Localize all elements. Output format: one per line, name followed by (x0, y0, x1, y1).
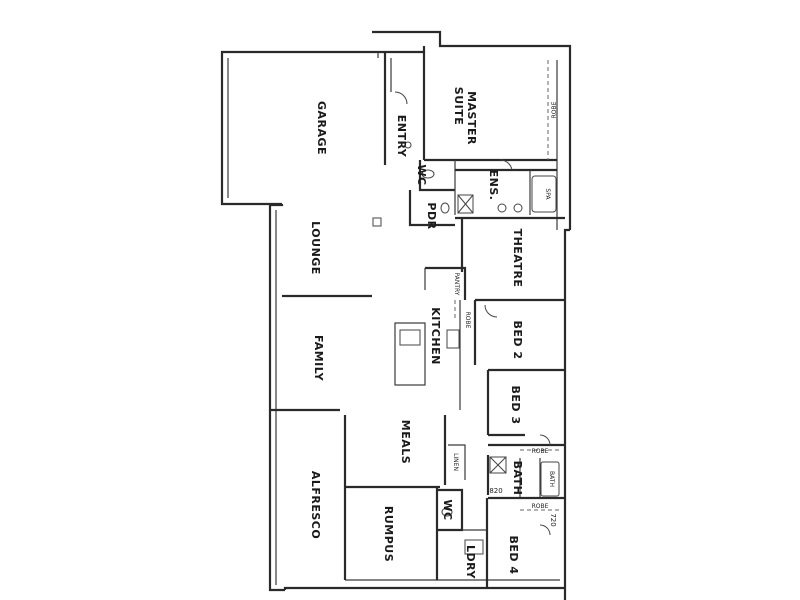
spa-tub (531, 175, 557, 213)
fixtures (372, 60, 560, 555)
label-spa: SPA (544, 188, 551, 200)
label-dim-820: 820 (489, 487, 502, 495)
room-labels: GARAGE ENTRY MASTER SUITE WC ENS. PDR LO… (309, 87, 524, 580)
label-linen: LINEN (452, 453, 459, 471)
room-label-kitchen: KITCHEN (429, 307, 442, 365)
fixture-labels: ROBE SPA PANTRY ROBE ROBE LINEN BATH ROB… (452, 101, 558, 526)
label-robe-bed3: ROBE (532, 448, 549, 455)
label-robe-master: ROBE (551, 101, 558, 118)
room-label-meals: MEALS (399, 420, 412, 464)
label-bath-tub: BATH (548, 471, 555, 487)
toilet-icon (441, 507, 453, 517)
room-label-lounge: LOUNGE (309, 221, 322, 275)
room-label-bed2: BED 2 (511, 320, 524, 359)
door-swing (394, 91, 408, 105)
room-label-bed4: BED 4 (507, 535, 520, 574)
room-label-entry: ENTRY (395, 115, 408, 158)
room-label-bath: BATH (511, 461, 524, 496)
cooktop (446, 329, 460, 349)
door-swing (484, 304, 498, 318)
room-label-master-suite-2: SUITE (452, 87, 465, 125)
room-label-theatre: THEATRE (511, 229, 524, 288)
room-label-rumpus: RUMPUS (382, 506, 395, 562)
kitchen-island (394, 322, 426, 386)
room-label-alfresco: ALFRESCO (309, 471, 322, 539)
basin-icon (497, 203, 507, 213)
laundry-trough (464, 539, 484, 555)
door-swing (499, 159, 513, 171)
label-pantry: PANTRY (453, 273, 460, 296)
room-label-master-suite-1: MASTER (465, 91, 478, 145)
room-label-bed3: BED 3 (509, 385, 522, 424)
basin-icon (513, 203, 523, 213)
interior-walls (270, 52, 565, 588)
label-robe-bed4: ROBE (532, 503, 549, 510)
toilet-icon (421, 169, 435, 179)
room-label-ldry: LDRY (464, 545, 477, 580)
entry-feature (404, 141, 412, 149)
label-dim-720: 720 (549, 513, 557, 526)
label-robe-bed2: ROBE (464, 312, 471, 329)
room-label-pdr: PDR (425, 202, 438, 229)
shower-icon (457, 194, 474, 214)
bath-tub (540, 461, 560, 497)
room-label-wc-upper: WC (415, 164, 428, 185)
exterior-walls (220, 30, 572, 600)
room-label-family: FAMILY (312, 335, 325, 382)
kitchen-sink (399, 329, 421, 346)
column-icon (372, 217, 382, 227)
room-label-ens: ENS. (487, 170, 500, 201)
door-swing (539, 434, 551, 446)
shower-icon (489, 456, 507, 474)
room-label-wc-lower: WC (441, 499, 454, 520)
door-swing (539, 524, 551, 536)
room-label-garage: GARAGE (315, 101, 328, 155)
toilet-icon (440, 202, 450, 214)
